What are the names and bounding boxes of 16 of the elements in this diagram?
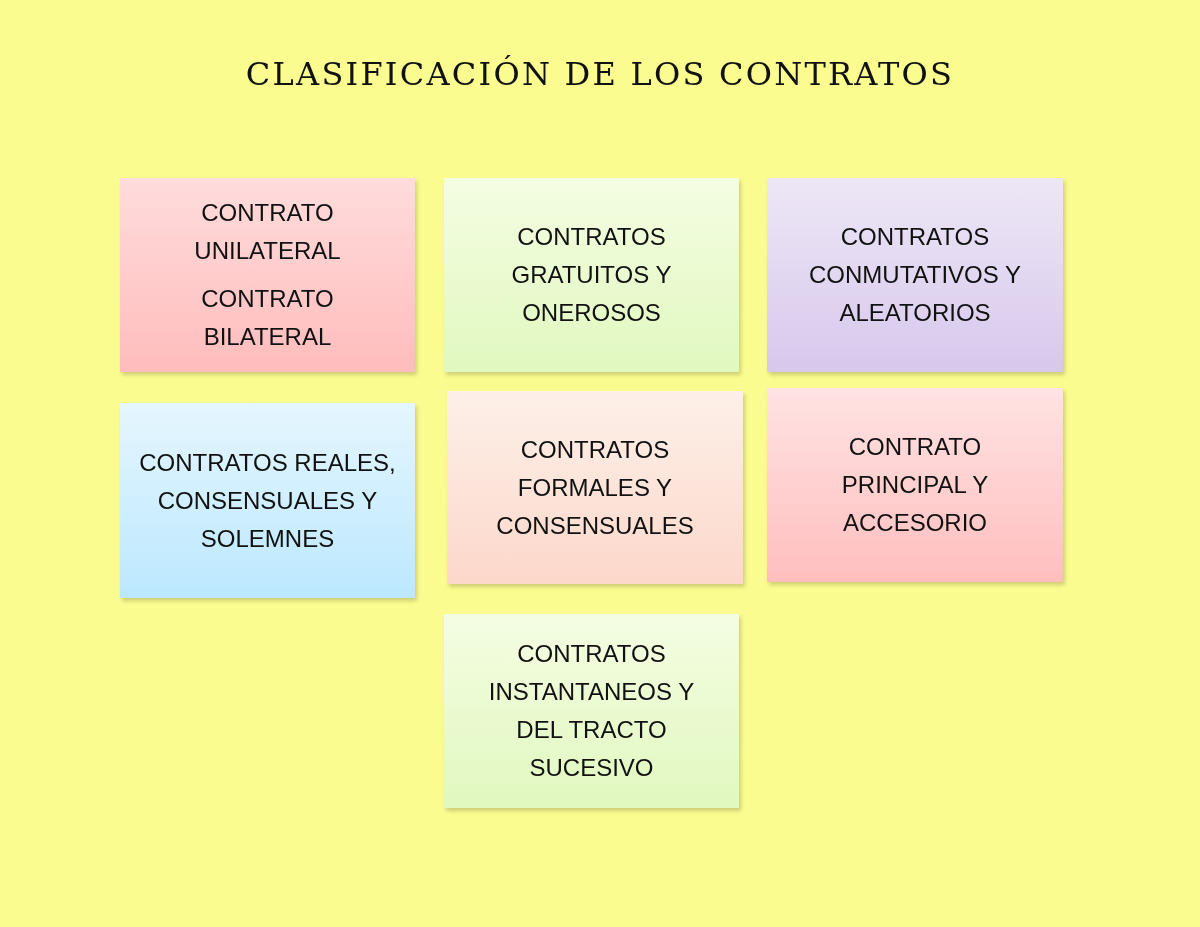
box-label: CONTRATOS GRATUITOS Y ONEROSOS: [510, 222, 673, 328]
box-label: CONTRATOS FORMALES Y CONSENSUALES: [495, 434, 695, 541]
box-label: CONTRATO PRINCIPAL Y ACCESORIO: [840, 432, 990, 538]
box-label: CONTRATO UNILATERAL: [193, 198, 342, 266]
category-box: [120, 403, 415, 598]
category-box: [444, 614, 739, 808]
diagram-title: CLASIFICACIÓN DE LOS CONTRATOS: [245, 54, 955, 95]
box-label: CONTRATOS REALES, CONSENSUALES Y SOLEMNES: [138, 447, 397, 554]
box-label: CONTRATOS CONMUTATIVOS Y ALEATORIOS: [808, 222, 1022, 328]
category-box: [767, 178, 1063, 372]
category-box: [767, 388, 1063, 582]
category-box: [447, 391, 743, 584]
category-box: [444, 178, 739, 372]
box-label: CONTRATOS INSTANTANEOS Y DEL TRACTO SUCESIVO: [487, 639, 696, 783]
category-box: [120, 178, 415, 372]
box-label: CONTRATO BILATERAL: [200, 284, 335, 352]
